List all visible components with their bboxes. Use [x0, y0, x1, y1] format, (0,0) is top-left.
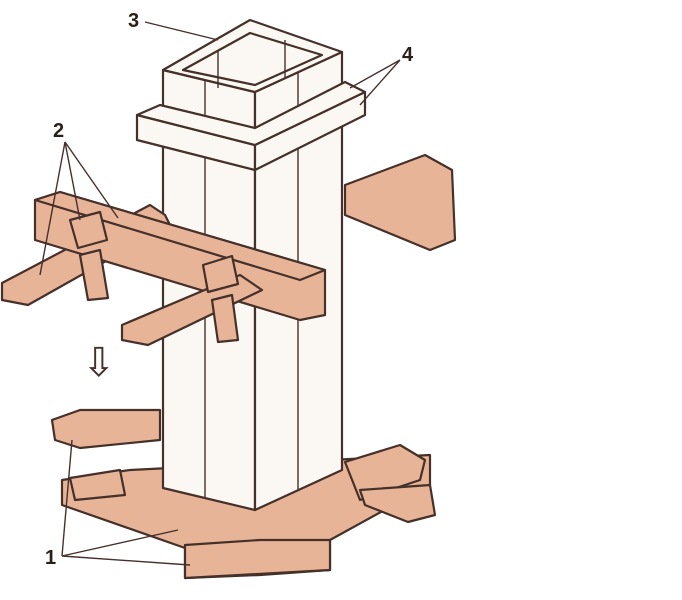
top-frame [0, 153, 457, 347]
label-2: 2 [53, 120, 65, 142]
down-arrow-icon: ⇩ [82, 341, 116, 385]
leader-lines [39, 21, 401, 566]
label-3: 3 [128, 10, 140, 32]
label-4: 4 [402, 44, 414, 66]
collar-clamp [135, 80, 367, 172]
label-1: 1 [45, 547, 57, 569]
bottom-frame [50, 408, 437, 580]
